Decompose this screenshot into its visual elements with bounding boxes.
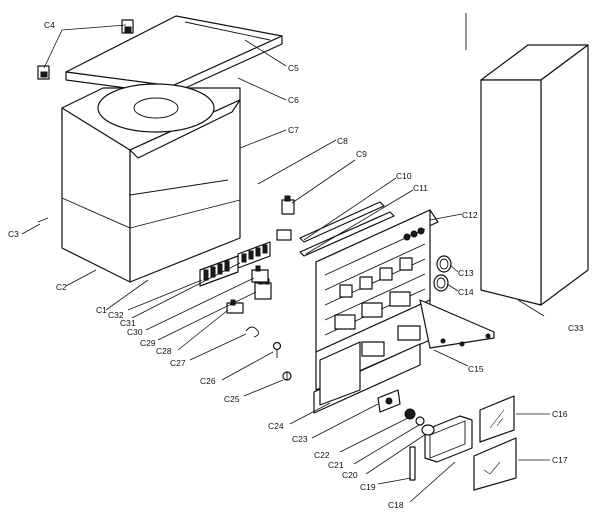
balance-knob — [433, 274, 449, 292]
wire-clip — [245, 326, 259, 338]
volume-knob — [436, 255, 452, 273]
lid-hinge — [121, 19, 134, 34]
label-c19: C19 — [360, 482, 376, 492]
callout-labels: C4 C5 C6 C7 C8 C9 C10 C11 C12 C13 C14 C1… — [8, 20, 584, 510]
side-panel-mark — [37, 217, 49, 223]
label-c14: C14 — [458, 287, 474, 297]
label-c7: C7 — [288, 125, 299, 135]
label-c6: C6 — [288, 95, 299, 105]
lid-hinge — [37, 65, 50, 80]
label-c28: C28 — [156, 346, 172, 356]
label-c3: C3 — [8, 229, 19, 239]
label-c18: C18 — [388, 500, 404, 510]
switch-block-3 — [251, 265, 269, 283]
label-c29: C29 — [140, 338, 156, 348]
label-c23: C23 — [292, 434, 308, 444]
label-c21: C21 — [328, 460, 344, 470]
screw — [282, 371, 292, 381]
motor-unit — [377, 389, 401, 413]
label-c25: C25 — [224, 394, 240, 404]
label-c27: C27 — [170, 358, 186, 368]
cassette-rod — [409, 446, 416, 481]
button-strip — [237, 241, 271, 269]
fastener — [272, 341, 282, 358]
button-strip-2 — [199, 255, 239, 287]
turntable-platter — [97, 83, 215, 133]
label-c13: C13 — [458, 268, 474, 278]
label-c5: C5 — [288, 63, 299, 73]
label-c10: C10 — [396, 171, 412, 181]
cassette-tray — [424, 415, 473, 463]
label-c2: C2 — [56, 282, 67, 292]
label-c11: C11 — [413, 183, 428, 193]
gear-washer — [404, 408, 435, 436]
cassette-door — [479, 395, 515, 443]
leader-lines — [21, 24, 550, 503]
label-c16: C16 — [552, 409, 568, 419]
label-c8: C8 — [337, 136, 348, 146]
lid — [65, 15, 283, 95]
label-c22: C22 — [314, 450, 330, 460]
cassette-window — [473, 437, 517, 491]
label-c4: C4 — [44, 20, 55, 30]
trim-strip — [299, 201, 395, 257]
label-c20: C20 — [342, 470, 358, 480]
label-c17: C17 — [552, 455, 568, 465]
bracket — [276, 195, 295, 241]
label-c12: C12 — [462, 210, 478, 220]
label-c30: C30 — [127, 327, 143, 337]
front-panel-assembly — [313, 209, 495, 414]
label-c33: C33 — [568, 323, 584, 333]
label-c24: C24 — [268, 421, 284, 431]
label-c15: C15 — [468, 364, 484, 374]
speaker-cabinet — [480, 44, 589, 306]
label-c26: C26 — [200, 376, 216, 386]
label-c1: C1 — [96, 305, 107, 315]
label-c31: C31 — [120, 318, 136, 328]
label-c32: C32 — [108, 310, 124, 320]
label-c9: C9 — [356, 149, 367, 159]
